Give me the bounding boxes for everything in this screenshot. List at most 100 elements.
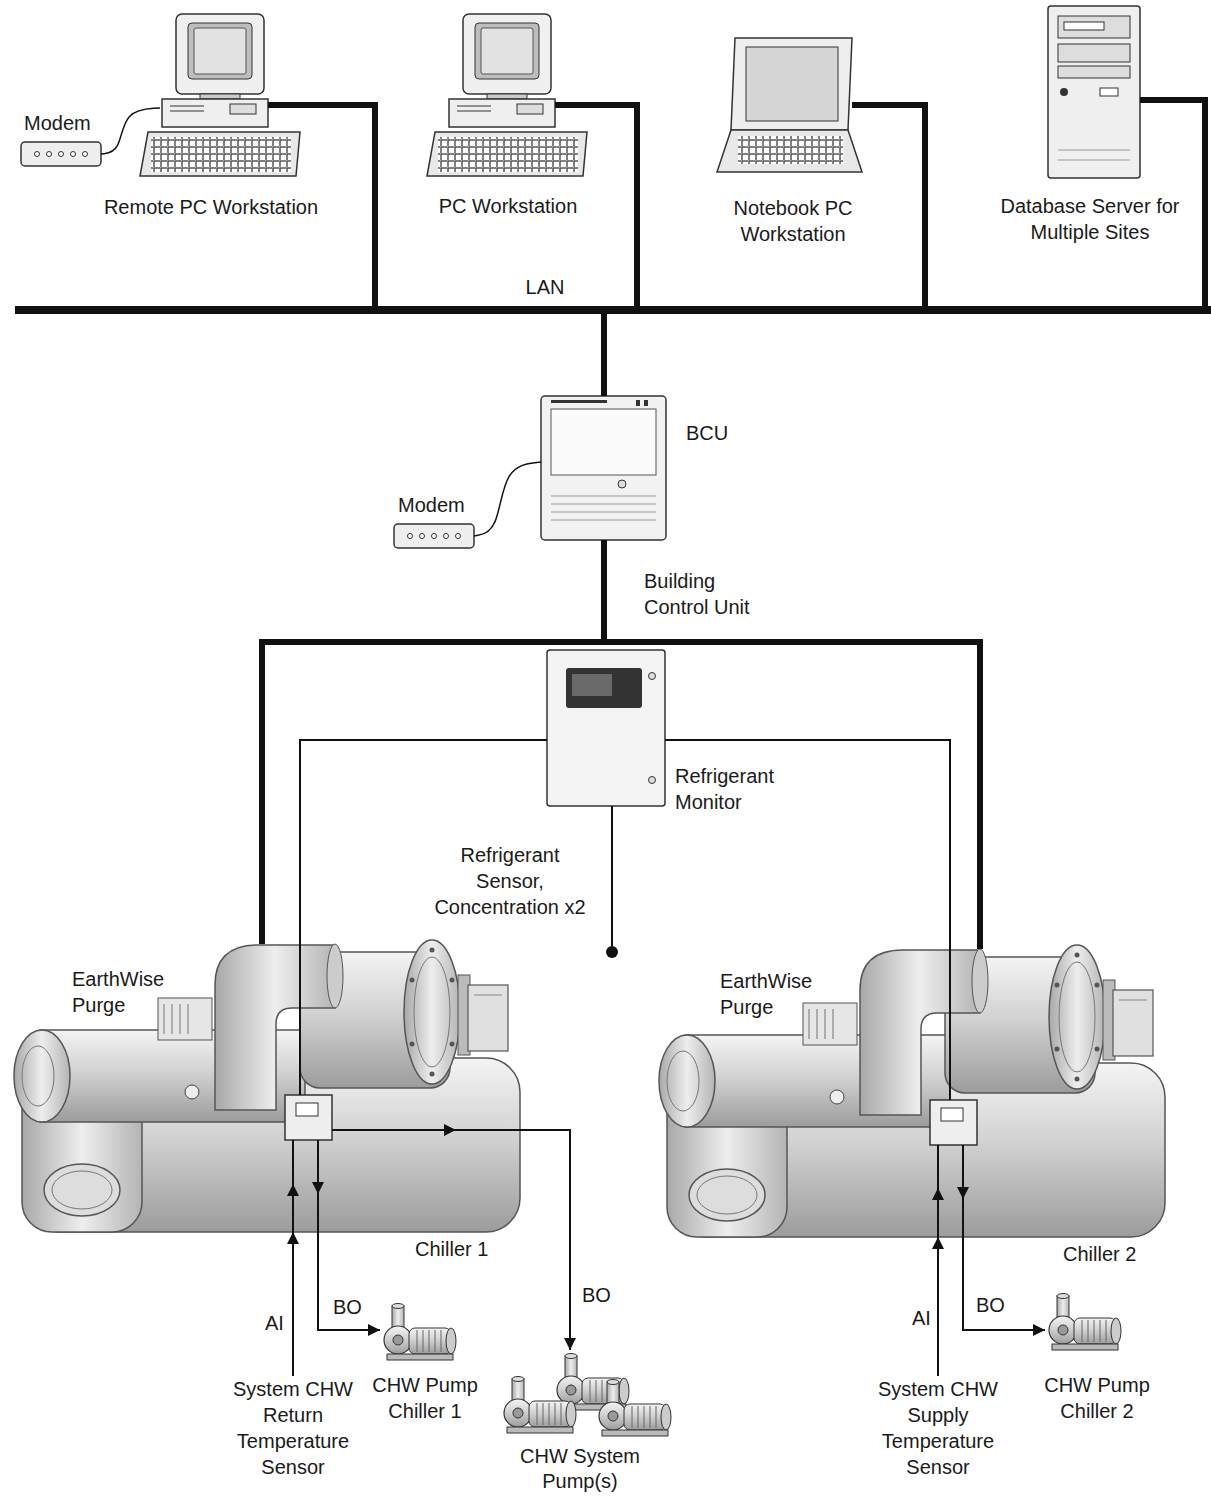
- building-control-unit-box: [636, 400, 640, 406]
- device-label: Modem: [398, 492, 465, 518]
- building-control-unit: BCUBuilding Control Unit: [541, 396, 666, 540]
- refrigerant-monitor-box: [547, 650, 665, 806]
- signal-type: BO: [582, 1282, 611, 1308]
- device-label: Modem: [24, 110, 91, 136]
- pump-symbol: [599, 1380, 671, 1437]
- part-label: EarthWise Purge: [720, 968, 830, 1020]
- part-label: EarthWise Purge: [72, 966, 182, 1018]
- device-label: Remote PC Workstation: [81, 194, 341, 220]
- notebook-computer: [717, 38, 862, 172]
- server-tower: [1058, 16, 1130, 38]
- lan-bus: LAN: [15, 306, 1211, 314]
- wire-arrowhead: [312, 1182, 324, 1194]
- server-tower: [1060, 88, 1068, 96]
- pump: CHW Pump Chiller 2: [1045, 1293, 1125, 1351]
- temperature-sensor: System CHW Supply Temperature Sensor: [878, 1376, 998, 1480]
- device-label: CHW Pump Chiller 1: [369, 1372, 481, 1424]
- signal-wire: [963, 1237, 1045, 1330]
- building-control-unit-box: [551, 400, 607, 403]
- panel-wire: [332, 1129, 523, 1131]
- notebook-computer: [717, 130, 862, 172]
- workstation: PC Workstation: [447, 12, 555, 128]
- modem: Modem: [21, 142, 101, 166]
- pump-group: CHW System Pump(s): [500, 1350, 675, 1438]
- server-tower: [1048, 6, 1140, 178]
- desktop-computer: [140, 14, 300, 176]
- pump-symbol: [504, 1377, 576, 1434]
- notebook-computer: [731, 38, 852, 130]
- desktop-computer: [427, 14, 587, 176]
- centrifugal-chiller: [659, 945, 1165, 1237]
- building-control-unit-box: [551, 504, 656, 505]
- building-control-unit-box: [551, 512, 656, 513]
- network-cable: [852, 105, 925, 306]
- wire-arrowhead: [287, 1184, 299, 1196]
- signal-type: BO: [976, 1292, 1005, 1318]
- pump-symbol: [1049, 1294, 1121, 1351]
- building-control-unit-box: [618, 480, 626, 488]
- device-label: CHW System Pump(s): [518, 1444, 643, 1494]
- notebook: Notebook PC Workstation: [717, 36, 852, 174]
- server-tower: [1058, 160, 1130, 161]
- notebook-computer: [738, 136, 843, 164]
- signal-type: AI: [265, 1310, 284, 1336]
- workstation: Remote PC Workstation: [160, 12, 268, 128]
- notebook-computer: [746, 47, 838, 121]
- server-tower: [1064, 22, 1104, 30]
- signal-type: AI: [912, 1305, 931, 1331]
- device-label: Chiller 2: [1063, 1241, 1136, 1267]
- signal-wire: [474, 462, 541, 536]
- network-cable: [262, 540, 604, 944]
- device-label: CHW Pump Chiller 2: [1041, 1372, 1153, 1424]
- device-label: Refrigerant Monitor: [675, 763, 795, 815]
- refrigerant-monitor-box: [649, 777, 656, 784]
- refrigerant-sensor: Refrigerant Sensor, Concentration x2: [606, 946, 618, 958]
- device-caption: Building Control Unit: [644, 568, 774, 620]
- refrigerant-monitor-box: [566, 668, 642, 708]
- pump-symbol: [384, 1304, 456, 1361]
- pump: CHW Pump Chiller 1: [380, 1303, 460, 1361]
- network-cable: [604, 540, 980, 949]
- modem-device: [21, 142, 101, 166]
- building-control-unit-box: [551, 409, 656, 475]
- device-label: Chiller 1: [415, 1236, 488, 1262]
- server-tower: [1100, 88, 1118, 96]
- panel-wire: [293, 944, 963, 1237]
- wire-arrowhead: [287, 1124, 969, 1200]
- signal-wire: [292, 1232, 294, 1376]
- panel-wire: [949, 949, 951, 1100]
- temperature-sensor: System CHW Return Temperature Sensor: [233, 1376, 353, 1480]
- server-tower: [1048, 6, 1140, 178]
- network-cable: [601, 314, 607, 396]
- device-label: Database Server for Multiple Sites: [1000, 193, 1180, 245]
- wire-arrowhead: [957, 1187, 969, 1199]
- wire-arrowhead: [444, 1124, 456, 1136]
- signal-wire: [665, 740, 950, 949]
- signal-type: BO: [333, 1294, 362, 1320]
- signal-wire: [318, 1232, 380, 1330]
- server-tower: [1058, 66, 1130, 78]
- device-label: System CHW Supply Temperature Sensor: [878, 1376, 998, 1480]
- server-tower: [1058, 44, 1130, 62]
- building-control-unit-box: [541, 396, 666, 540]
- building-control-unit-box: [644, 400, 648, 406]
- refrigerant-monitor-box: [572, 674, 612, 696]
- signal-wire: [611, 806, 613, 946]
- device-label: Notebook PC Workstation: [718, 195, 868, 247]
- refrigerant-monitor-box: [547, 650, 665, 806]
- centrifugal-chiller: [14, 940, 520, 1232]
- signal-wire: [101, 108, 160, 154]
- server-tower: [1058, 150, 1130, 151]
- refrigerant-monitor: Refrigerant Monitor: [547, 650, 665, 806]
- panel-wire: [299, 944, 301, 1095]
- device-label: LAN: [505, 274, 585, 300]
- modem: Modem: [394, 524, 474, 548]
- device-label: PC Workstation: [408, 193, 608, 219]
- device-label: System CHW Return Temperature Sensor: [233, 1376, 353, 1480]
- modem-device: [394, 524, 474, 548]
- refrigerant-monitor-box: [649, 673, 656, 680]
